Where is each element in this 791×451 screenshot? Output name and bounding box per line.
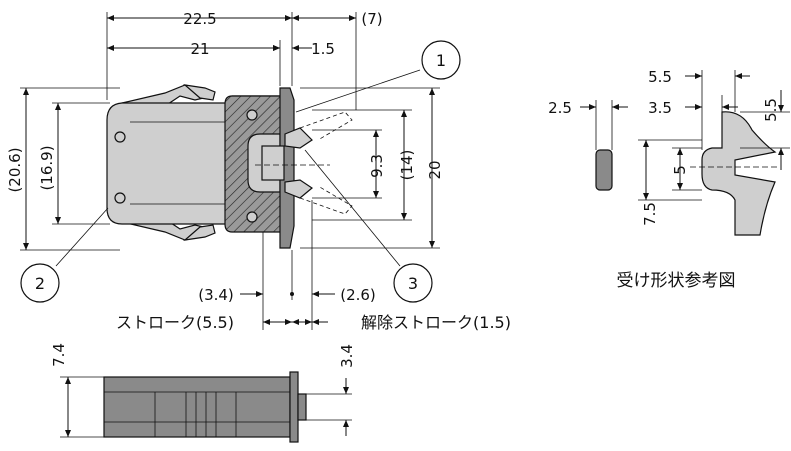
stroke-label: ストローク(5.5) xyxy=(116,313,234,332)
reference-view: 5.5 3.5 2.5 5.5 5 7.5 受け形状参考図 xyxy=(548,68,790,291)
dim-20: 20 xyxy=(426,160,444,179)
front-flange xyxy=(279,87,295,249)
ref-dim-3-5: 3.5 xyxy=(648,99,672,117)
callouts: 1 2 3 xyxy=(20,40,461,303)
dim-3-4-paren: (3.4) xyxy=(198,286,234,304)
upper-catch xyxy=(284,127,313,149)
dim-9-3: 9.3 xyxy=(368,154,386,178)
hatched-head xyxy=(224,95,286,233)
release-stroke-label: 解除ストローク(1.5) xyxy=(361,313,511,332)
lower-catch xyxy=(284,179,314,199)
dim-21: 21 xyxy=(190,40,209,58)
bottom-spring-tip xyxy=(183,224,216,241)
rivet-lower xyxy=(246,211,258,223)
callout-1: 1 xyxy=(436,51,446,70)
screw-hole-lower xyxy=(114,192,126,204)
dim-22-5: 22.5 xyxy=(183,10,216,28)
side-view: 7.4 3.4 xyxy=(50,343,356,443)
screw-hole-upper xyxy=(114,131,126,143)
top-spring-tip xyxy=(183,84,216,101)
dim-1-5: 1.5 xyxy=(311,40,335,58)
side-flange xyxy=(289,371,299,443)
dim-7-4: 7.4 xyxy=(50,343,68,367)
dim-14: (14) xyxy=(398,150,416,181)
ref-dim-5-5-top: 5.5 xyxy=(648,68,672,86)
ref-receiver xyxy=(701,111,777,236)
dim-7: (7) xyxy=(361,10,382,28)
ref-dim-7-5: 7.5 xyxy=(641,202,659,226)
rivet-upper xyxy=(246,109,258,121)
ref-dim-5-5-side: 5.5 xyxy=(762,98,780,122)
dim-2-6-paren: (2.6) xyxy=(340,286,376,304)
inner-slot xyxy=(261,145,285,181)
ref-block xyxy=(595,149,613,191)
side-catch xyxy=(297,393,307,421)
callout-2: 2 xyxy=(35,274,45,293)
side-body xyxy=(103,376,291,438)
dim-16-9: (16.9) xyxy=(38,145,56,190)
callout-3: 3 xyxy=(408,274,418,293)
callout-circle-3 xyxy=(393,263,433,303)
callout-circle-1 xyxy=(421,40,461,80)
dim-20-6: (20.6) xyxy=(6,147,24,192)
ref-dim-2-5: 2.5 xyxy=(548,99,572,117)
ref-dim-5: 5 xyxy=(671,165,689,175)
reference-caption: 受け形状参考図 xyxy=(617,271,736,291)
main-view xyxy=(106,84,353,249)
callout-circle-2 xyxy=(20,263,60,303)
dim-3-4: 3.4 xyxy=(338,344,356,368)
main-dimensions: 22.5 (7) 21 1.5 (20.6) (16.9) 20 (14) 9.… xyxy=(6,10,511,332)
